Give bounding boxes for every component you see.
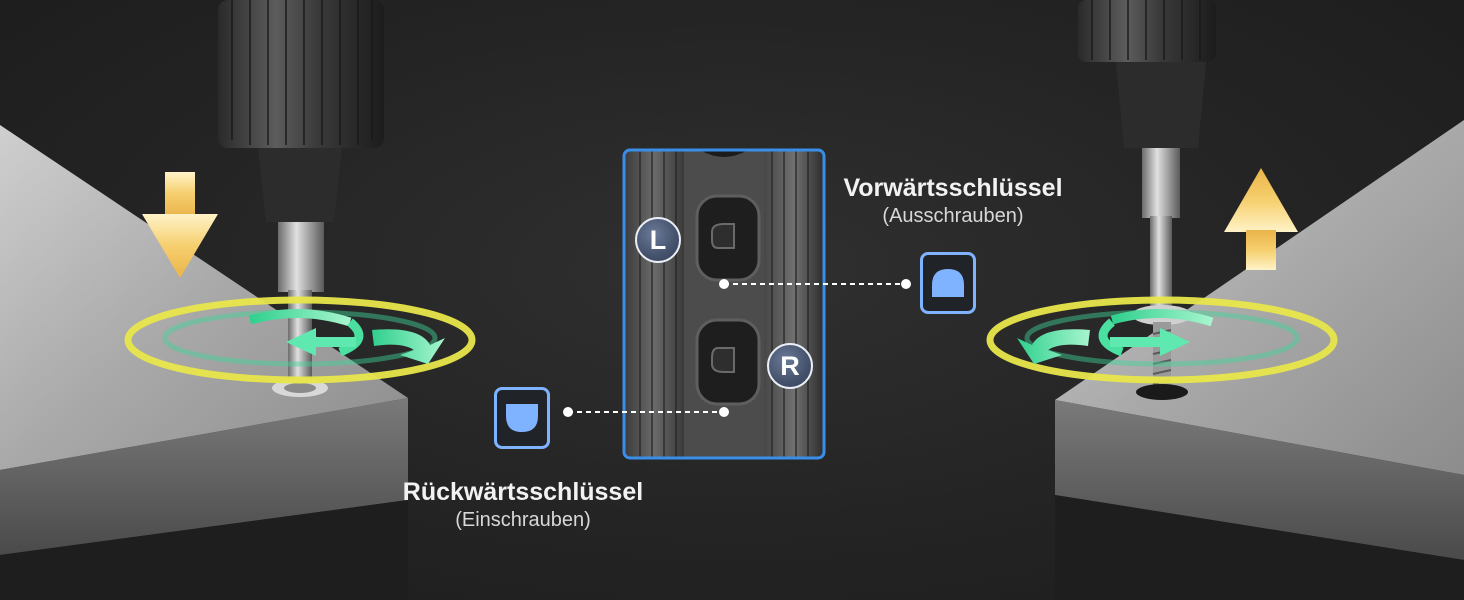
right-rotation-rings bbox=[986, 296, 1338, 384]
forward-connector-line bbox=[719, 279, 911, 289]
forward-title: Vorwärtsschlüssel bbox=[843, 174, 1063, 202]
left-rotation-rings bbox=[124, 296, 476, 384]
reverse-title: Rückwärtsschlüssel bbox=[402, 478, 644, 506]
reverse-connector-line bbox=[563, 407, 729, 417]
reverse-subtitle: (Einschrauben) bbox=[455, 509, 591, 531]
forward-subtitle: (Ausschrauben) bbox=[882, 205, 1024, 227]
dome-up-icon bbox=[932, 269, 964, 297]
reverse-icon-box bbox=[494, 387, 550, 449]
forward-button-badge: L bbox=[635, 217, 681, 263]
reverse-button-badge: R bbox=[767, 343, 813, 389]
dome-down-icon bbox=[506, 404, 538, 432]
left-screwdriver bbox=[218, 0, 384, 397]
down-arrow-icon bbox=[142, 172, 218, 278]
forward-icon-box bbox=[920, 252, 976, 314]
up-arrow-icon bbox=[1224, 168, 1298, 270]
